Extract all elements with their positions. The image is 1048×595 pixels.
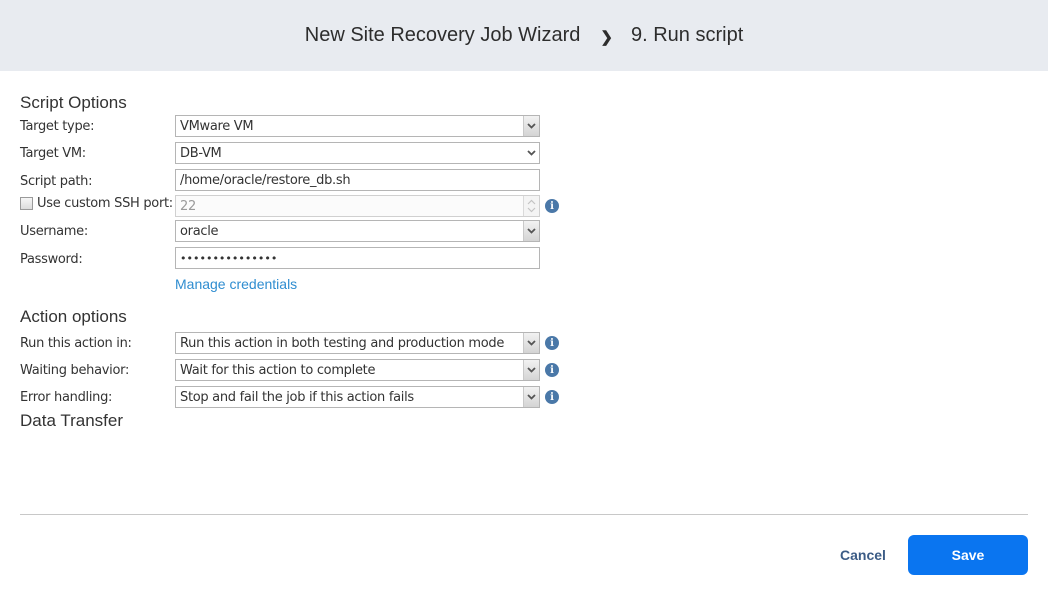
error-handling-select[interactable]: Stop and fail the job if this action fai… [175, 386, 540, 408]
target-type-label: Target type: [20, 119, 95, 134]
data-transfer-heading: Data Transfer [20, 411, 123, 430]
target-vm-select[interactable]: DB-VM [175, 142, 540, 164]
info-icon[interactable]: i [545, 363, 559, 377]
username-select[interactable]: oracle [175, 220, 540, 242]
username-value: oracle [180, 223, 219, 239]
target-type-select[interactable]: VMware VM [175, 115, 540, 137]
spinner-arrows-icon[interactable] [523, 196, 539, 216]
run-action-in-select[interactable]: Run this action in both testing and prod… [175, 332, 540, 354]
username-label: Username: [20, 224, 88, 239]
ssh-port-input[interactable]: 22 [175, 195, 540, 217]
breadcrumb-chevron-icon: ❯ [600, 28, 613, 46]
run-action-in-label: Run this action in: [20, 336, 132, 351]
chevron-down-icon[interactable] [523, 116, 539, 136]
script-path-value: /home/oracle/restore_db.sh [180, 172, 351, 188]
target-vm-label: Target VM: [20, 146, 86, 161]
chevron-down-icon[interactable] [523, 221, 539, 241]
password-input[interactable]: ••••••••••••••• [175, 247, 540, 269]
password-label: Password: [20, 252, 83, 267]
script-path-label: Script path: [20, 174, 93, 189]
custom-ssh-port-checkbox[interactable] [20, 197, 33, 210]
chevron-down-icon[interactable] [523, 333, 539, 353]
waiting-behavior-label: Waiting behavior: [20, 363, 130, 378]
action-options-heading: Action options [20, 307, 127, 326]
custom-ssh-port-label: Use custom SSH port: [37, 196, 173, 211]
info-icon[interactable]: i [545, 390, 559, 404]
password-value: ••••••••••••••• [180, 251, 278, 265]
script-options-heading: Script Options [20, 93, 127, 112]
waiting-behavior-value: Wait for this action to complete [180, 362, 376, 378]
wizard-header: New Site Recovery Job Wizard ❯ 9. Run sc… [0, 0, 1048, 71]
cancel-button[interactable]: Cancel [830, 543, 896, 567]
save-button[interactable]: Save [908, 535, 1028, 575]
waiting-behavior-select[interactable]: Wait for this action to complete [175, 359, 540, 381]
info-icon[interactable]: i [545, 199, 559, 213]
wizard-title: New Site Recovery Job Wizard [304, 24, 581, 46]
chevron-down-icon[interactable] [523, 360, 539, 380]
run-action-in-value: Run this action in both testing and prod… [180, 335, 505, 351]
chevron-down-icon[interactable] [523, 143, 539, 163]
script-path-input[interactable]: /home/oracle/restore_db.sh [175, 169, 540, 191]
step-title: 9. Run script [630, 24, 744, 46]
footer-divider [20, 514, 1028, 515]
ssh-port-value: 22 [180, 198, 196, 214]
error-handling-label: Error handling: [20, 390, 113, 405]
target-vm-value: DB-VM [180, 145, 222, 161]
info-icon[interactable]: i [545, 336, 559, 350]
target-type-value: VMware VM [180, 118, 254, 134]
error-handling-value: Stop and fail the job if this action fai… [180, 389, 414, 405]
manage-credentials-link[interactable]: Manage credentials [175, 276, 298, 292]
chevron-down-icon[interactable] [523, 387, 539, 407]
